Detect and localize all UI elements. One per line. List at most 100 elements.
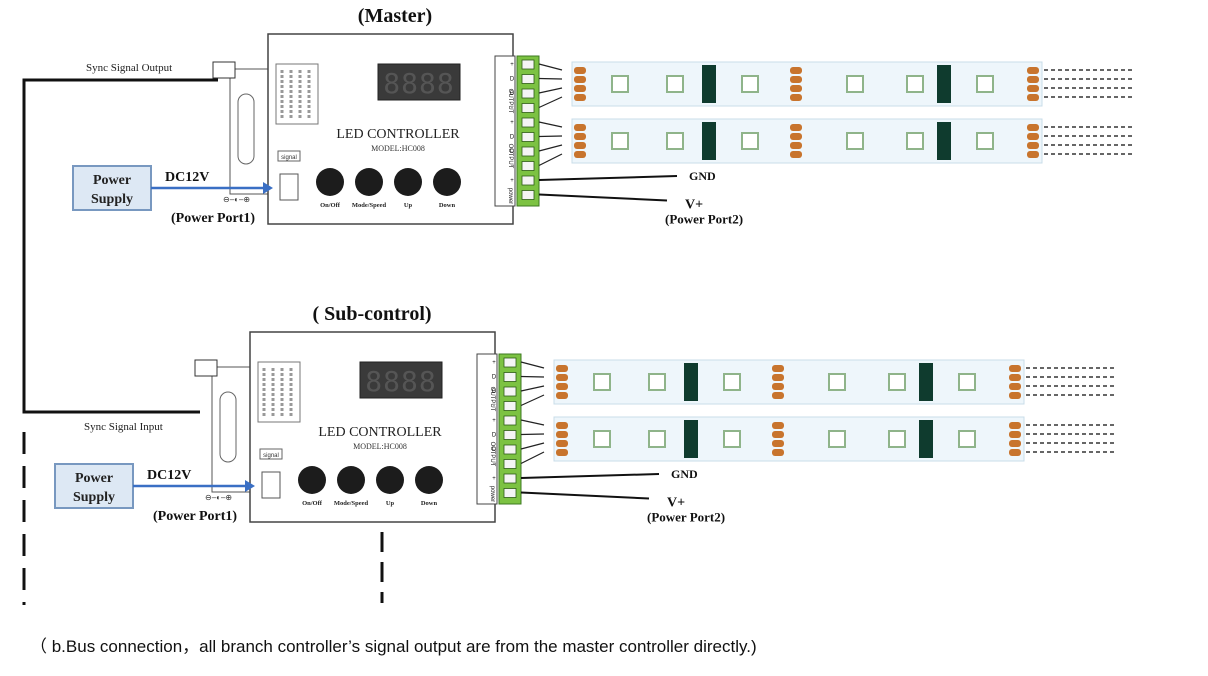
sub-terminal-screw — [503, 430, 517, 440]
sub-solder-pad — [1009, 449, 1021, 456]
sub-strip-wire — [520, 394, 545, 407]
sub-terminal-sign: - — [493, 404, 495, 410]
sub-display — [359, 361, 443, 399]
sub-terminal-sign: D — [492, 433, 497, 439]
master-button-up — [394, 168, 422, 196]
master-terminal-sign: D — [510, 77, 515, 83]
sub-power-supply-line2: Supply — [73, 490, 115, 505]
sub-strip-wire — [520, 442, 545, 450]
master-terminal-sign: - — [511, 193, 513, 199]
sub-led — [958, 373, 976, 391]
master-led — [906, 75, 924, 93]
master-solder-pad — [574, 85, 586, 92]
master-led — [666, 132, 684, 150]
master-strip-wire — [538, 121, 563, 128]
sub-led — [888, 373, 906, 391]
sub-output1-label: OUTPUT — [489, 387, 495, 412]
master-gnd-label: GND — [689, 169, 716, 183]
sub-strip-wire — [520, 375, 545, 378]
master-solder-pad — [790, 151, 802, 158]
master-led — [906, 132, 924, 150]
master-vplus-wire — [538, 193, 668, 202]
master-terminal-screw — [521, 59, 535, 70]
sub-led — [593, 430, 611, 448]
sub-solder-pad — [772, 431, 784, 438]
master-power-arrow-head — [263, 182, 273, 194]
sub-gnd-label: GND — [671, 467, 698, 481]
sub-terminal-screw — [503, 357, 517, 368]
sub-ic-chip — [919, 420, 933, 458]
sub-solder-pad — [556, 392, 568, 399]
master-solder-pad — [574, 67, 586, 74]
master-solder-pad — [1027, 76, 1039, 83]
sub-solder-pad — [772, 440, 784, 447]
sub-solder-pad — [556, 365, 568, 372]
sub-bracket-slot — [219, 391, 237, 463]
master-controller-name: LED CONTROLLER — [336, 127, 460, 142]
sub-solder-pad — [556, 431, 568, 438]
master-controller-model: MODEL:HC008 — [371, 144, 425, 153]
sub-terminal-screw — [503, 488, 517, 498]
sub-terminal-sign: + — [492, 360, 496, 366]
master-solder-pad — [790, 133, 802, 140]
master-terminal-screw — [521, 161, 535, 171]
master-solder-pad — [790, 85, 802, 92]
master-solder-pad — [790, 94, 802, 101]
sub-terminal-sign: D — [492, 375, 497, 381]
master-strip-wire — [538, 144, 563, 152]
sub-solder-pad — [556, 383, 568, 390]
sub-solder-pad — [1009, 431, 1021, 438]
master-info-panel — [275, 63, 319, 125]
sub-solder-pad — [556, 440, 568, 447]
master-power-supply-line2: Supply — [91, 192, 133, 207]
sub-terminal-screw — [503, 386, 517, 397]
master-led — [846, 132, 864, 150]
master-terminal-sign: - — [511, 106, 513, 112]
master-strip-wire — [538, 87, 563, 94]
sub-solder-pad — [556, 449, 568, 456]
sub-signal-tag — [259, 448, 283, 460]
sub-button-up — [376, 466, 404, 494]
sub-sync-plug — [194, 359, 218, 377]
sub-terminal-sign: - — [493, 491, 495, 497]
master-output1-label: OUTPUT — [507, 89, 513, 114]
sub-terminal-screw — [503, 372, 517, 382]
sub-solder-pad — [556, 374, 568, 381]
master-solder-pad — [1027, 67, 1039, 74]
sub-vplus-label: V+ — [667, 496, 685, 511]
master-signal-label: signal — [281, 155, 297, 161]
master-led-strip-2 — [571, 118, 1043, 164]
master-terminal-screw — [521, 88, 535, 99]
sub-power-label: power — [489, 486, 495, 502]
master-power-supply-box — [72, 165, 152, 211]
sub-solder-pad — [556, 422, 568, 429]
master-terminal-screw — [521, 132, 535, 142]
master-solder-pad — [574, 133, 586, 140]
sub-solder-pad — [772, 449, 784, 456]
master-solder-pad — [1027, 124, 1039, 131]
master-solder-pad — [574, 142, 586, 149]
sub-terminal-labels-strip — [476, 353, 498, 505]
master-button-onoff — [316, 168, 344, 196]
sub-terminal-screw — [503, 473, 517, 484]
master-power-port1: (Power Port1) — [171, 211, 255, 226]
master-terminal-screw — [521, 103, 535, 113]
sub-led — [648, 430, 666, 448]
master-title: (Master) — [358, 5, 432, 27]
master-strip-wire — [538, 63, 563, 71]
sub-led — [888, 430, 906, 448]
master-terminal-sign: + — [510, 62, 514, 68]
sub-button-label: Up — [386, 500, 395, 507]
master-terminal-sign: - — [511, 164, 513, 170]
master-terminal-screw — [521, 175, 535, 186]
sub-dc-label: DC12V — [147, 468, 191, 483]
sub-button-label: Mode/Speed — [334, 500, 369, 507]
sub-solder-pad — [772, 422, 784, 429]
master-solder-pad — [790, 67, 802, 74]
master-button-modespeed — [355, 168, 383, 196]
master-button-down — [433, 168, 461, 196]
figure-caption: （ b.Bus connection，all branch controller… — [30, 637, 757, 656]
master-terminal-sign: + — [510, 120, 514, 126]
